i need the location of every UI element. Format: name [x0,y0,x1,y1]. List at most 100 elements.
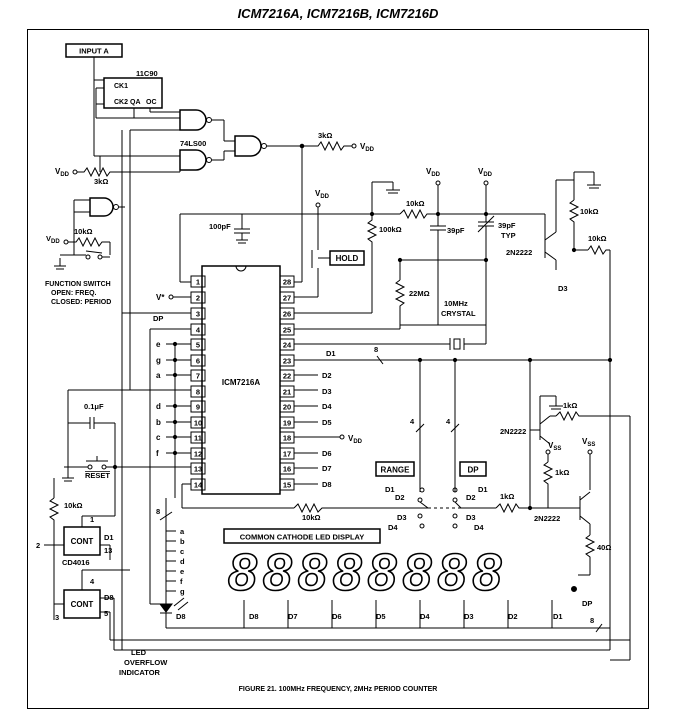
segment-labels: e g a d b c f [156,340,161,458]
cont-d1: D1 [104,533,114,542]
dp-d2: D2 [466,493,476,502]
function-switch-open: OPEN: FREQ. [51,290,97,297]
r-100k: 100kΩ [379,225,402,234]
out-d2: D2 [322,371,332,380]
pin-4: 4 [196,326,201,335]
pin-5: 5 [196,341,200,350]
digit-d4: D4 [420,612,430,621]
bus-8-bottom: 8 [590,616,594,625]
pin-14: 14 [194,481,203,490]
crystal-label: CRYSTAL [441,309,476,318]
function-nand [89,197,114,217]
bus-f: f [180,577,183,586]
pin-27: 27 [283,294,291,303]
bus-4b: 4 [446,417,451,426]
range-label: RANGE [381,466,411,475]
pin-15: 15 [283,481,291,490]
r-1k-right: 1kΩ [563,401,577,410]
bus-a: a [180,527,185,536]
d8-led-label: D8 [176,612,186,621]
vss-mid: VSS [548,441,561,452]
r-10k-bottom: 10kΩ [302,513,321,522]
bus-d: d [180,557,185,566]
pin-24: 24 [283,341,292,350]
r-10k-cont: 10kΩ [64,501,83,510]
dp-pin-label: DP [153,314,163,323]
range-d4: D4 [388,523,398,532]
r-40: 40Ω [597,543,611,552]
pin-7: 7 [196,372,200,381]
pin-3: 3 [196,310,200,319]
out-d4: D4 [322,402,332,411]
figure-frame [27,29,649,709]
r-10k-right: 10kΩ [580,207,599,216]
seg-g: g [156,356,161,365]
counter-11c90 [103,77,163,109]
r-10k-right2: 10kΩ [588,234,607,243]
range-d1: D1 [385,485,395,494]
r-10k-func: 10kΩ [74,227,93,236]
datasheet-header: ICM7216A, ICM7216B, ICM7216D [237,6,439,21]
digit-d2: D2 [508,612,518,621]
out-d7: D7 [322,464,332,473]
pin-6: 6 [196,357,200,366]
cont-pin4: 4 [90,577,95,586]
vdd-top: VDD [360,142,375,153]
pin-19: 19 [283,419,291,428]
pin-18: 18 [283,434,291,443]
bus-8-top: 8 [374,345,378,354]
range-box [375,461,415,477]
c-01u: 0.1μF [84,402,104,411]
led-label: LED [131,648,147,657]
transistor-top: 2N2222 [506,248,532,257]
seg-c: c [156,433,161,442]
dp-label: DP [467,466,479,475]
pin-28: 28 [283,278,291,287]
pin-16: 16 [283,465,291,474]
bus-4a: 4 [410,417,415,426]
function-switch-closed: CLOSED: PERIOD [51,299,111,306]
pin-13: 13 [194,465,202,474]
hold-box [329,250,365,266]
digit-d6: D6 [332,612,342,621]
dp-out-label: DP [582,599,592,608]
left-pins: 1 2 3 4 5 6 7 8 9 10 11 12 13 14 [190,275,206,491]
pin-20: 20 [283,403,291,412]
range-d3: D3 [397,513,407,522]
vss-right: VSS [582,437,595,448]
pin-12: 12 [194,450,202,459]
c-39pv: 39pF [498,221,516,230]
bus-c: c [180,547,184,556]
ck2-label: CK2 [114,99,128,106]
vdd-39p: VDD [426,167,441,178]
seg-f: f [156,449,159,458]
r-1k-dp: 1kΩ [500,492,514,501]
c-100p: 100pF [209,222,231,231]
digit-d1: D1 [553,612,563,621]
bus-e: e [180,567,184,576]
pin-22: 22 [283,372,291,381]
cont-pin2: 2 [36,541,40,550]
chip-name: ICM7216A [222,378,260,387]
pin-1: 1 [196,278,200,287]
pin-8: 8 [196,388,200,397]
out-d3: D3 [322,387,332,396]
bus-g: g [180,587,185,596]
out-d1: D1 [326,349,336,358]
vstar-label: V* [156,293,165,302]
digit-d8: D8 [249,612,259,621]
input-a-label: INPUT A [79,47,109,56]
seg-e: e [156,340,161,349]
counter-chip-name: 11C90 [136,69,158,78]
overflow-label: OVERFLOW [124,658,168,667]
transistor-mid: 2N2222 [500,427,526,436]
cont-pin5: 5 [104,609,108,618]
function-switch-title: FUNCTION SWITCH [45,281,111,288]
r-10k-top: 10kΩ [406,199,425,208]
bus-8-left: 8 [156,507,160,516]
seg-d: d [156,402,161,411]
gate-chip-name: 74LS00 [180,139,206,148]
out-d6: D6 [322,449,332,458]
r-3k-top: 3kΩ [318,131,332,140]
